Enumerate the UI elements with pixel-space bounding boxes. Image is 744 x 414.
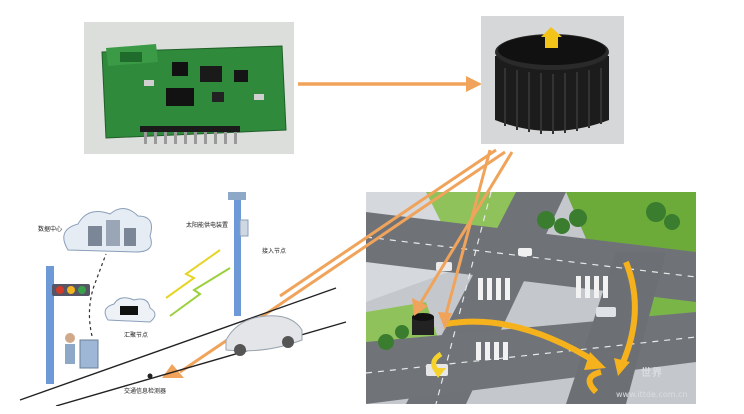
watermark-text: 世界 [641, 368, 663, 379]
board-to-sensor-arrow [298, 76, 482, 92]
access-node-box [239, 219, 249, 237]
traffic-flow-arrows [445, 260, 638, 395]
gateway-node-icon [104, 297, 156, 323]
arrow-up-icon [541, 27, 562, 48]
pcb-board [101, 44, 287, 144]
intersection-scene: 世界 www.ittde.com.cn [366, 192, 696, 404]
traffic-detector-label: 交通信息检测器 [124, 388, 167, 395]
pcb-board-illustration [84, 22, 294, 154]
watermark-url: www.ittde.com.cn [616, 390, 688, 399]
scene-sensor-puck [412, 313, 434, 335]
gateway-node-label: 汇聚节点 [124, 332, 149, 339]
wireless-link-icon [165, 249, 231, 317]
access-node-label: 接入节点 [262, 248, 287, 255]
system-diagram: 数据中心 太阳能供电装置 接入节点 汇聚节点 交通信息检测器 [16, 190, 356, 407]
person-icon [65, 333, 75, 364]
traffic-light-pole [46, 266, 54, 384]
sensor-puck-illustration [481, 16, 624, 144]
data-center-label: 数据中心 [38, 226, 63, 233]
pcb-board-photo [84, 22, 294, 154]
traffic-light-icon [52, 284, 90, 296]
sensor-puck [495, 27, 609, 134]
intersection-illustration [366, 192, 696, 404]
curved-arrow-icon [431, 351, 446, 378]
cloud-icon [63, 208, 152, 253]
sensor-puck-photo [481, 16, 624, 144]
solar-power-label: 太阳能供电装置 [186, 222, 229, 229]
sensor-pole [234, 196, 241, 316]
car-icon [225, 315, 303, 356]
system-diagram-illustration [19, 192, 347, 407]
control-cabinet [79, 339, 99, 369]
